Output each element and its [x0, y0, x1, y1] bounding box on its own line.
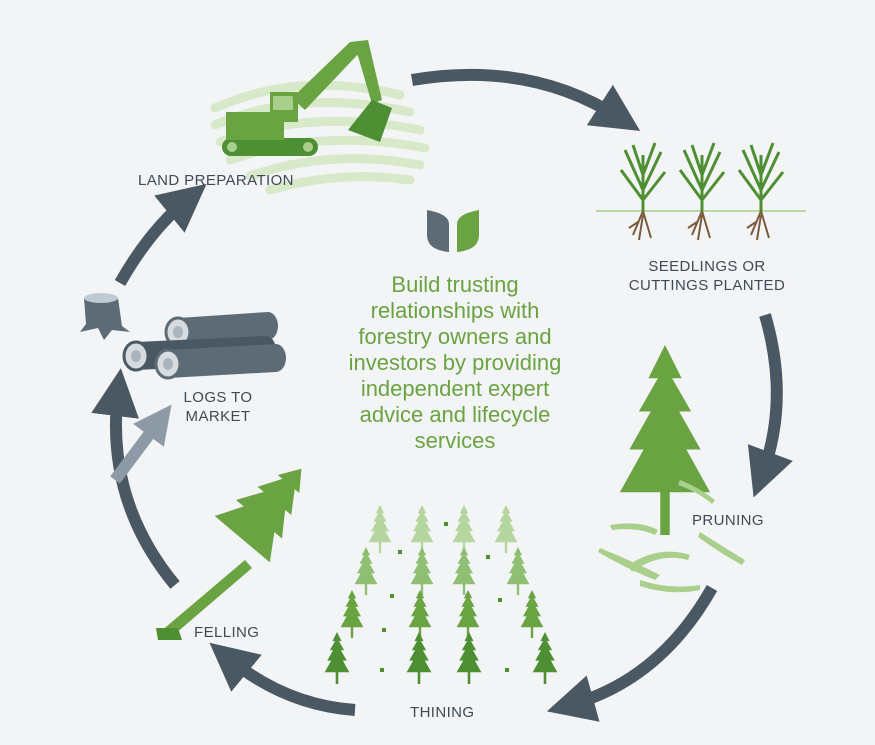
arrow-to-thinning [546, 585, 718, 722]
stump-icon [80, 293, 130, 340]
excavator-icon [222, 40, 392, 156]
arrow-to-land-preparation [114, 183, 207, 286]
label-logs: LOGS TO MARKET [168, 388, 268, 426]
center-line: services [414, 428, 496, 453]
arrow-felling-to-logs [110, 404, 172, 484]
center-line: forestry owners and [358, 324, 552, 349]
felled-tree-icon [156, 468, 302, 640]
label-logs-line1: LOGS TO [183, 389, 253, 406]
center-line: independent expert [360, 376, 550, 401]
arrow-to-seedlings [410, 68, 641, 131]
arrow-to-felling [209, 642, 356, 716]
center-line: Build trusting [391, 272, 519, 297]
center-message: Build trusting relationships with forest… [300, 272, 610, 454]
label-seedlings: SEEDLINGS OR CUTTINGS PLANTED [612, 257, 802, 295]
label-thinning: THINING [410, 704, 475, 721]
seedling-icon [619, 142, 785, 241]
label-seedlings-line1: SEEDLINGS OR [648, 258, 766, 275]
arrow-to-pruning [747, 313, 793, 498]
logs-icon [122, 312, 286, 380]
label-pruning: PRUNING [692, 512, 764, 529]
leaf-logo-icon [427, 210, 479, 252]
label-felling: FELLING [194, 624, 260, 641]
center-line: investors by providing [348, 350, 562, 375]
label-logs-line2: MARKET [185, 408, 251, 425]
label-land-preparation: LAND PREPARATION [138, 172, 294, 189]
arrow-to-logs [91, 368, 180, 589]
label-seedlings-line2: CUTTINGS PLANTED [628, 277, 786, 294]
center-line: advice and lifecycle [359, 402, 551, 427]
tree-icon [598, 345, 745, 593]
cycle-arrows [91, 68, 793, 722]
center-line: relationships with [370, 298, 540, 323]
tree-grid-icon [324, 505, 558, 684]
